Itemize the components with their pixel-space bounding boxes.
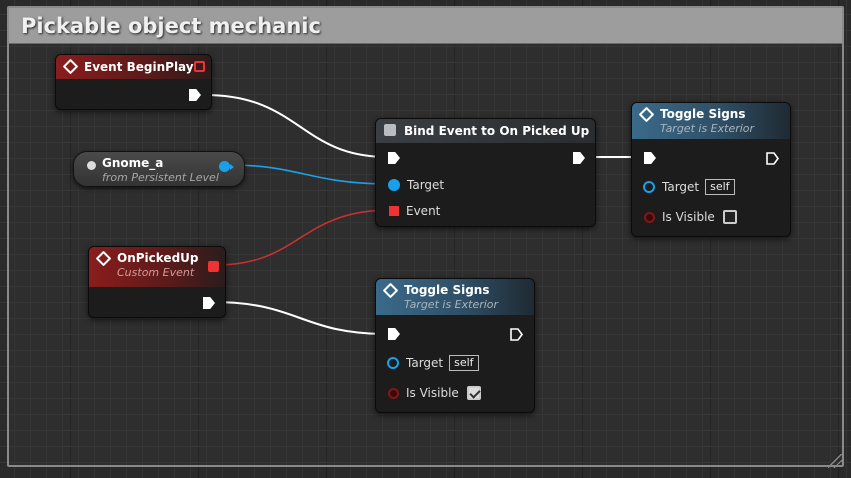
target-default-value: self <box>705 179 735 195</box>
pin-label: Target <box>407 178 445 192</box>
node-subtitle: Target is Exterior <box>404 298 499 311</box>
delegate-output-pin[interactable] <box>194 61 205 72</box>
target-pin-row[interactable]: Target self <box>643 179 735 195</box>
function-diamond-icon <box>638 106 655 123</box>
exec-input-pin[interactable] <box>388 328 400 340</box>
exec-output-pin[interactable] <box>510 328 523 341</box>
exec-output-pin[interactable] <box>189 89 201 101</box>
exec-output-pin[interactable] <box>203 297 215 309</box>
pin-label: Event <box>406 204 441 218</box>
node-header: Toggle Signs Target is Exterior <box>376 279 534 315</box>
function-diamond-icon <box>382 282 399 299</box>
variable-subtitle: from Persistent Level <box>102 171 219 184</box>
comment-title: Pickable object mechanic <box>21 14 321 38</box>
delegate-output-pin[interactable] <box>208 261 219 272</box>
target-default-value: self <box>449 355 479 371</box>
node-title: Bind Event to On Picked Up <box>404 124 590 138</box>
node-header: Event BeginPlay <box>56 55 211 79</box>
object-output-pin[interactable] <box>219 161 234 172</box>
node-header: Bind Event to On Picked Up <box>376 119 595 143</box>
visible-pin-row[interactable]: Is Visible <box>644 210 737 224</box>
variable-dot-icon <box>87 161 96 170</box>
event-diamond-icon <box>62 58 79 75</box>
function-icon <box>384 124 396 136</box>
node-title: Toggle Signs <box>660 107 746 121</box>
variable-name: Gnome_a <box>102 156 164 170</box>
node-header: OnPickedUp Custom Event <box>89 247 225 287</box>
toggle-signs-node-1[interactable]: Toggle Signs Target is Exterior Target s… <box>631 102 791 237</box>
event-beginplay-node[interactable]: Event BeginPlay <box>55 54 212 110</box>
target-pin-row[interactable]: Target self <box>387 355 479 371</box>
bool-input-pin[interactable] <box>644 211 655 223</box>
target-pin-row[interactable]: Target <box>388 178 444 192</box>
pin-label: Target <box>406 356 444 370</box>
bool-input-pin[interactable] <box>388 387 399 399</box>
is-visible-checkbox[interactable] <box>466 386 481 400</box>
node-title: Toggle Signs <box>404 283 490 297</box>
comment-header[interactable]: Pickable object mechanic <box>9 8 842 44</box>
is-visible-checkbox[interactable] <box>722 210 737 224</box>
onpickedup-event-node[interactable]: OnPickedUp Custom Event <box>88 246 226 318</box>
node-title: Event BeginPlay <box>84 60 194 74</box>
visible-pin-row[interactable]: Is Visible <box>388 386 481 400</box>
node-header: Toggle Signs Target is Exterior <box>632 103 790 139</box>
comment-resize-grip[interactable] <box>828 454 842 468</box>
exec-output-pin[interactable] <box>573 152 585 164</box>
exec-output-pin[interactable] <box>766 152 779 165</box>
delegate-input-pin[interactable] <box>389 206 399 216</box>
node-subtitle: Target is Exterior <box>660 122 755 135</box>
exec-input-pin[interactable] <box>388 152 400 164</box>
event-diamond-icon <box>95 250 112 267</box>
exec-input-pin[interactable] <box>644 152 656 164</box>
toggle-signs-node-2[interactable]: Toggle Signs Target is Exterior Target s… <box>375 278 535 413</box>
object-input-pin[interactable] <box>388 179 400 191</box>
object-input-pin[interactable] <box>387 357 399 369</box>
gnome-variable-node[interactable]: Gnome_a from Persistent Level <box>73 151 245 187</box>
object-input-pin[interactable] <box>643 181 655 193</box>
node-subtitle: Custom Event <box>117 266 195 279</box>
pin-label: Is Visible <box>406 386 459 400</box>
pin-label: Is Visible <box>662 210 715 224</box>
pin-label: Target <box>662 180 700 194</box>
node-title: OnPickedUp <box>117 251 199 265</box>
bind-event-node[interactable]: Bind Event to On Picked Up Target Event <box>375 118 596 227</box>
event-pin-row[interactable]: Event <box>389 204 440 218</box>
